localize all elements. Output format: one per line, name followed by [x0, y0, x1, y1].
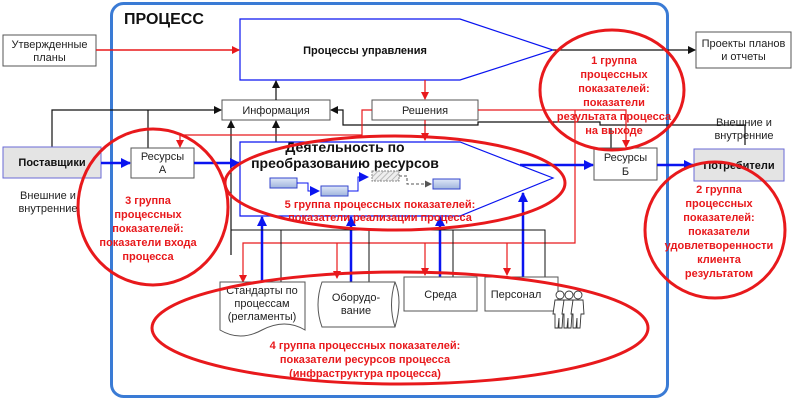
g1-line: 1 группа [591, 55, 638, 67]
g4-line: 4 группа процессных показателей: [270, 340, 461, 352]
resources-b-line1: Ресурсы [604, 152, 647, 164]
g5-line: показатели реализации процесса [288, 212, 473, 224]
indicator-group-1-text: 1 группа процессных показателей: показат… [557, 55, 672, 137]
indicator-ellipse-3 [76, 127, 230, 287]
indicator-ellipse-4 [150, 270, 650, 386]
consumers-note-line2: внутренние [714, 130, 773, 142]
g1-line: результата процесса [557, 111, 672, 123]
mini-step-2 [320, 185, 349, 197]
g3-line: показателей: [112, 223, 183, 235]
standards-line1: Стандарты по [226, 285, 298, 297]
resources-b-box[interactable] [593, 147, 658, 181]
suppliers-label: Поставщики [18, 157, 85, 169]
personnel-label: Персонал [491, 289, 542, 301]
indicator-group-4-text: 4 группа процессных показателей: показат… [270, 340, 461, 380]
suppliers-note-line2: внутренние [18, 203, 77, 215]
plans-reports-box[interactable] [695, 31, 792, 69]
mini-link-2 [348, 172, 369, 192]
standards-document[interactable] [219, 281, 306, 337]
approved-plans-box[interactable] [2, 34, 97, 67]
management-label: Процессы управления [303, 45, 427, 57]
process-title: ПРОЦЕСС [124, 11, 204, 28]
standards-line3: (регламенты) [228, 311, 297, 323]
information-label: Информация [242, 105, 309, 117]
activity-line1: Деятельность по [285, 139, 404, 155]
g2-line: результатом [685, 268, 753, 280]
mini-link-1 [297, 182, 320, 196]
g3-line: процесса [122, 251, 174, 263]
decisions-label: Решения [402, 105, 448, 117]
plans-reports-line1: Проекты планов [702, 38, 786, 50]
g5-line: 5 группа процессных показателей: [285, 199, 476, 211]
g1-line: показателей: [578, 83, 649, 95]
black-resources-loop [231, 229, 282, 282]
suppliers-note-line1: Внешние и [20, 190, 76, 202]
approved-plans-line1: Утвержденные [11, 39, 87, 51]
resources-a-box[interactable] [130, 147, 195, 179]
consumers-note-line1: Внешние и [716, 117, 772, 129]
plans-reports-line2: и отчеты [721, 51, 766, 63]
indicator-group-3-text: 3 группа процессных показателей: показат… [99, 195, 197, 263]
standards-line2: процессам [234, 298, 289, 310]
people-icon [552, 290, 585, 329]
resources-a-line1: Ресурсы [141, 151, 184, 163]
indicator-ellipse-5 [223, 134, 567, 232]
black-personnel-loop [453, 229, 546, 290]
equipment-cylinder-edge [391, 281, 396, 328]
mini-step-4 [432, 178, 461, 190]
g4-line: показатели ресурсов процесса [280, 354, 451, 366]
g3-line: показатели входа [99, 237, 197, 249]
g2-line: 2 группа [696, 184, 743, 196]
line-suppliers-to-info [51, 106, 222, 148]
g4-line: (инфраструктура процесса) [289, 368, 441, 380]
line-consumers-to-info [330, 106, 746, 145]
indicator-ellipse-1 [538, 28, 686, 152]
equipment-line1: Оборудо- [332, 292, 381, 304]
activity-line2: преобразованию ресурсов [251, 155, 439, 171]
mini-step-3-pending [371, 170, 400, 182]
indicator-ellipse-2 [643, 160, 787, 300]
red-decisions-to-resA [176, 109, 372, 148]
g2-line: процессных [685, 198, 753, 210]
environment-box[interactable] [403, 276, 478, 312]
g2-line: показатели [688, 226, 750, 238]
mini-step-1 [269, 177, 298, 189]
indicator-group-2-text: 2 группа процессных показателей: показат… [665, 184, 774, 280]
mini-link-3 [399, 175, 432, 188]
management-shape [239, 18, 555, 81]
process-frame-rectangle [110, 2, 669, 398]
g3-line: 3 группа [125, 195, 172, 207]
g1-line: на выходе [585, 125, 643, 137]
g1-line: показатели [583, 97, 645, 109]
approved-plans-line2: планы [33, 52, 66, 64]
equipment-line2: вание [341, 305, 371, 317]
g1-line: процессных [580, 69, 648, 81]
g3-line: процессных [114, 209, 182, 221]
environment-label: Среда [424, 289, 457, 301]
g2-line: показателей: [683, 212, 754, 224]
resources-b-line2: Б [622, 166, 629, 178]
red-decisions-to-resources [239, 110, 576, 283]
indicator-group-5-text: 5 группа процессных показателей: показат… [285, 199, 476, 224]
red-decisions-to-resB [478, 109, 630, 148]
g2-line: клиента [697, 254, 742, 266]
resources-a-line2: А [159, 164, 167, 176]
g2-line: удовлетворенности [665, 240, 774, 252]
personnel-box[interactable] [484, 276, 559, 312]
